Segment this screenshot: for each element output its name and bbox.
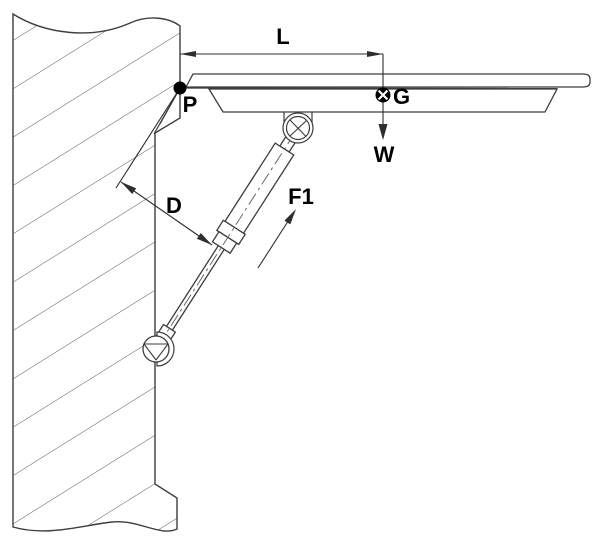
d-dimension-line bbox=[120, 181, 213, 246]
label-D: D bbox=[166, 193, 182, 218]
wall-outline bbox=[12, 12, 181, 532]
label-G: G bbox=[393, 84, 410, 109]
ball-stud-slot-2 bbox=[289, 120, 307, 137]
w-arrowhead bbox=[378, 124, 388, 140]
frame-top-edge bbox=[179, 87, 558, 90]
socket-v-left bbox=[143, 343, 157, 361]
socket-circle bbox=[142, 335, 170, 363]
pivot-dot bbox=[173, 81, 187, 95]
wall-hatching bbox=[13, 14, 180, 532]
upper-ball-stud bbox=[282, 112, 314, 144]
dimension-D bbox=[115, 87, 213, 246]
l-arrow-right bbox=[367, 51, 383, 57]
label-L: L bbox=[276, 24, 289, 49]
wall-section bbox=[12, 12, 181, 532]
force-arrow-F1 bbox=[257, 209, 296, 269]
piston-rod bbox=[165, 244, 226, 332]
d-arrow-upper bbox=[121, 182, 137, 194]
lower-ball-socket bbox=[142, 331, 175, 367]
strut-centerline bbox=[159, 132, 296, 344]
cg-symbol bbox=[375, 87, 391, 103]
label-F1: F1 bbox=[288, 184, 314, 209]
label-P: P bbox=[183, 92, 198, 117]
l-arrow-left bbox=[180, 51, 196, 57]
gas-spring-strut bbox=[154, 132, 299, 346]
dimension-L bbox=[180, 51, 383, 57]
d-arrow-lower bbox=[196, 233, 212, 245]
dimension-D-arrows bbox=[121, 182, 212, 245]
socket-v-right bbox=[155, 343, 169, 361]
label-W: W bbox=[374, 142, 395, 167]
extension-line-from-pivot bbox=[115, 87, 181, 189]
f1-arrowhead bbox=[284, 209, 296, 225]
cg-slot-2 bbox=[377, 89, 389, 101]
tabletop bbox=[184, 73, 591, 88]
